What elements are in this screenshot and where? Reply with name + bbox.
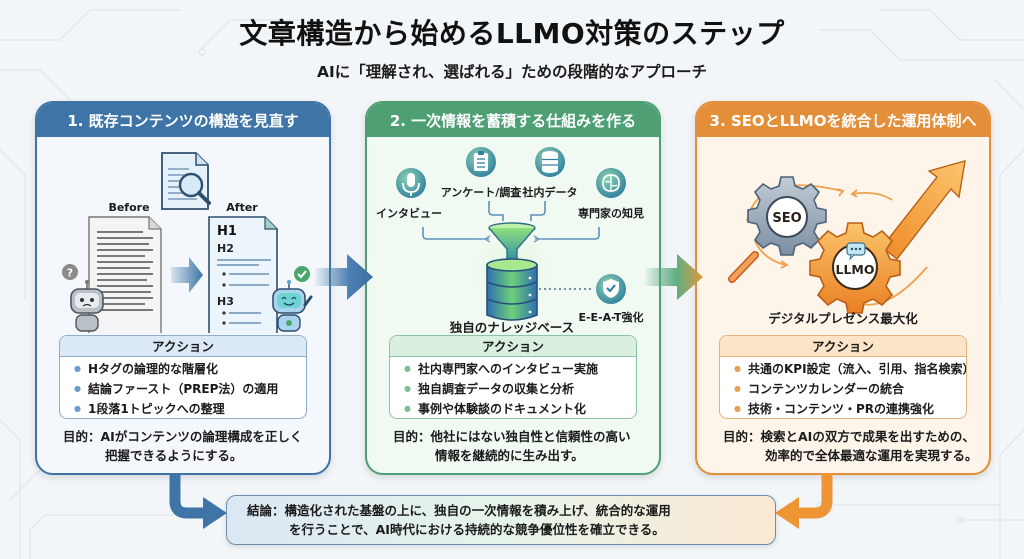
shield-check-icon	[596, 274, 626, 304]
after-label: After	[226, 201, 258, 214]
step-1-illustration: Before After ?	[37, 137, 329, 340]
source-expert-label: 専門家の知見	[578, 206, 644, 220]
action-item: 社内専門家へのインタビュー実施	[404, 360, 636, 380]
page-subtitle: AIに「理解され、選ばれる」ための段階的なアプローチ	[317, 63, 707, 81]
step-1-action-heading: アクション	[60, 336, 306, 357]
blue-flow-arrow	[169, 473, 227, 529]
check-badge-icon	[294, 266, 310, 282]
action-item: 事例や体験談のドキュメント化	[404, 400, 636, 418]
microphone-icon	[396, 168, 426, 198]
happy-robot-icon	[272, 280, 313, 332]
h3-label: H3	[217, 295, 234, 308]
step-3-illustration: SEO LLMO デジタルプレゼンス最大化	[697, 137, 989, 333]
page-title: 文章構造から始めるLLMO対策のステップ	[239, 17, 785, 50]
action-item: 技術・コンテンツ・PRの連携強化	[734, 400, 966, 418]
brain-icon	[596, 168, 626, 198]
step-2-to-3-arrow	[645, 254, 703, 300]
document-search-icon	[161, 152, 211, 210]
question-badge-icon: ?	[62, 264, 78, 280]
action-item: 共通のKPI設定（流入、引用、指名検索）	[734, 360, 966, 380]
step-2-action-heading: アクション	[390, 336, 636, 357]
conclusion-box: 結論：構造化された基盤の上に、独自の一次情報を積み上げ、統合的な運用 を行うこと…	[226, 495, 776, 545]
before-label: Before	[108, 201, 149, 214]
conclusion-line-1: 結論：構造化された基盤の上に、独自の一次情報を積み上げ、統合的な運用	[247, 503, 671, 518]
action-item: コンテンツカレンダーの統合	[734, 380, 966, 400]
source-internal-data-label: 社内データ	[522, 185, 578, 199]
purpose-line-1: 目的：AIがコンテンツの論理構成を正しく	[63, 429, 303, 444]
step-3-action-list: 共通のKPI設定（流入、引用、指名検索） コンテンツカレンダーの統合 技術・コン…	[720, 357, 966, 418]
step-panel-2: 2. 一次情報を蓄積する仕組みを作る	[365, 101, 661, 475]
step-panel-1: 1. 既存コンテンツの構造を見直す Before After	[35, 101, 331, 475]
seo-label: SEO	[772, 211, 801, 226]
action-item: 1段落1トピックへの整理	[74, 400, 306, 418]
conclusion-line-2: を行うことで、AI時代における持続的な競争優位性を確立できる。	[289, 522, 665, 537]
step-3-purpose: 目的：検索とAIの双方で成果を出すための、 効率的で全体最適な運用を実現する。	[723, 427, 979, 465]
step-1-to-2-arrow	[315, 254, 373, 300]
before-after-arrow	[171, 257, 203, 293]
purpose-line-1: 目的：検索とAIの双方で成果を出すための、	[723, 429, 975, 444]
llmo-label: LLMO	[836, 262, 875, 277]
step-3-action-heading: アクション	[720, 336, 966, 357]
step-panel-3: 3. SEOとLLMOを統合した運用体制へ	[695, 101, 991, 475]
step-1-title: 1. 既存コンテンツの構造を見直す	[37, 103, 329, 137]
after-document-icon: H1 H2 H3	[208, 216, 278, 338]
confused-robot-icon	[70, 280, 104, 332]
h1-label: H1	[217, 224, 237, 239]
h2-label: H2	[217, 242, 234, 255]
action-item: 独自調査データの収集と分析	[404, 380, 636, 400]
purpose-line-2: 情報を継続的に生み出す。	[435, 448, 584, 463]
step-2-action-box: アクション 社内専門家へのインタビュー実施 独自調査データの収集と分析 事例や体…	[389, 335, 637, 419]
before-document-icon	[88, 216, 162, 340]
source-interview-label: インタビュー	[376, 206, 442, 220]
purpose-line-2: 把握できるようにする。	[105, 448, 243, 463]
clipboard-icon	[466, 147, 496, 177]
digital-presence-label: デジタルプレゼンス最大化	[768, 311, 918, 326]
step-1-action-list: Hタグの論理的な階層化 結論ファースト（PREP法）の適用 1段落1トピックへの…	[60, 357, 306, 418]
action-item: 結論ファースト（PREP法）の適用	[74, 380, 306, 400]
growth-arrow-icon	[881, 160, 966, 260]
step-2-title: 2. 一次情報を蓄積する仕組みを作る	[367, 103, 659, 137]
step-3-title: 3. SEOとLLMOを統合した運用体制へ	[697, 103, 989, 137]
llmo-gear-icon: LLMO	[809, 222, 901, 314]
knowledge-base-database-icon	[486, 258, 538, 321]
step-3-action-box: アクション 共通のKPI設定（流入、引用、指名検索） コンテンツカレンダーの統合…	[719, 335, 967, 419]
action-item: Hタグの論理的な階層化	[74, 360, 306, 380]
source-survey-label: アンケート/調査	[441, 185, 522, 199]
step-2-illustration: インタビュー アンケート/調査 社内データ	[367, 137, 659, 335]
step-2-action-list: 社内専門家へのインタビュー実施 独自調査データの収集と分析 事例や体験談のドキュ…	[390, 357, 636, 418]
step-1-purpose: 目的：AIがコンテンツの論理構成を正しく 把握できるようにする。	[63, 427, 319, 465]
purpose-line-1: 目的：他社にはない独自性と信頼性の高い	[393, 429, 631, 444]
seo-gear-icon: SEO	[747, 176, 827, 256]
purpose-line-2: 効率的で全体最適な運用を実現する。	[765, 448, 978, 463]
orange-flow-arrow	[775, 473, 833, 529]
chat-bubble-icon	[846, 242, 866, 261]
source-connectors	[422, 201, 600, 243]
step-1-action-box: アクション Hタグの論理的な階層化 結論ファースト（PREP法）の適用 1段落1…	[59, 335, 307, 419]
step-2-purpose: 目的：他社にはない独自性と信頼性の高い 情報を継続的に生み出す。	[393, 427, 649, 465]
eeat-label: E-E-A-T強化	[578, 310, 643, 324]
svg-text:?: ?	[67, 267, 73, 280]
knowledge-base-label: 独自のナレッジベース	[449, 320, 574, 333]
database-icon	[535, 147, 565, 177]
